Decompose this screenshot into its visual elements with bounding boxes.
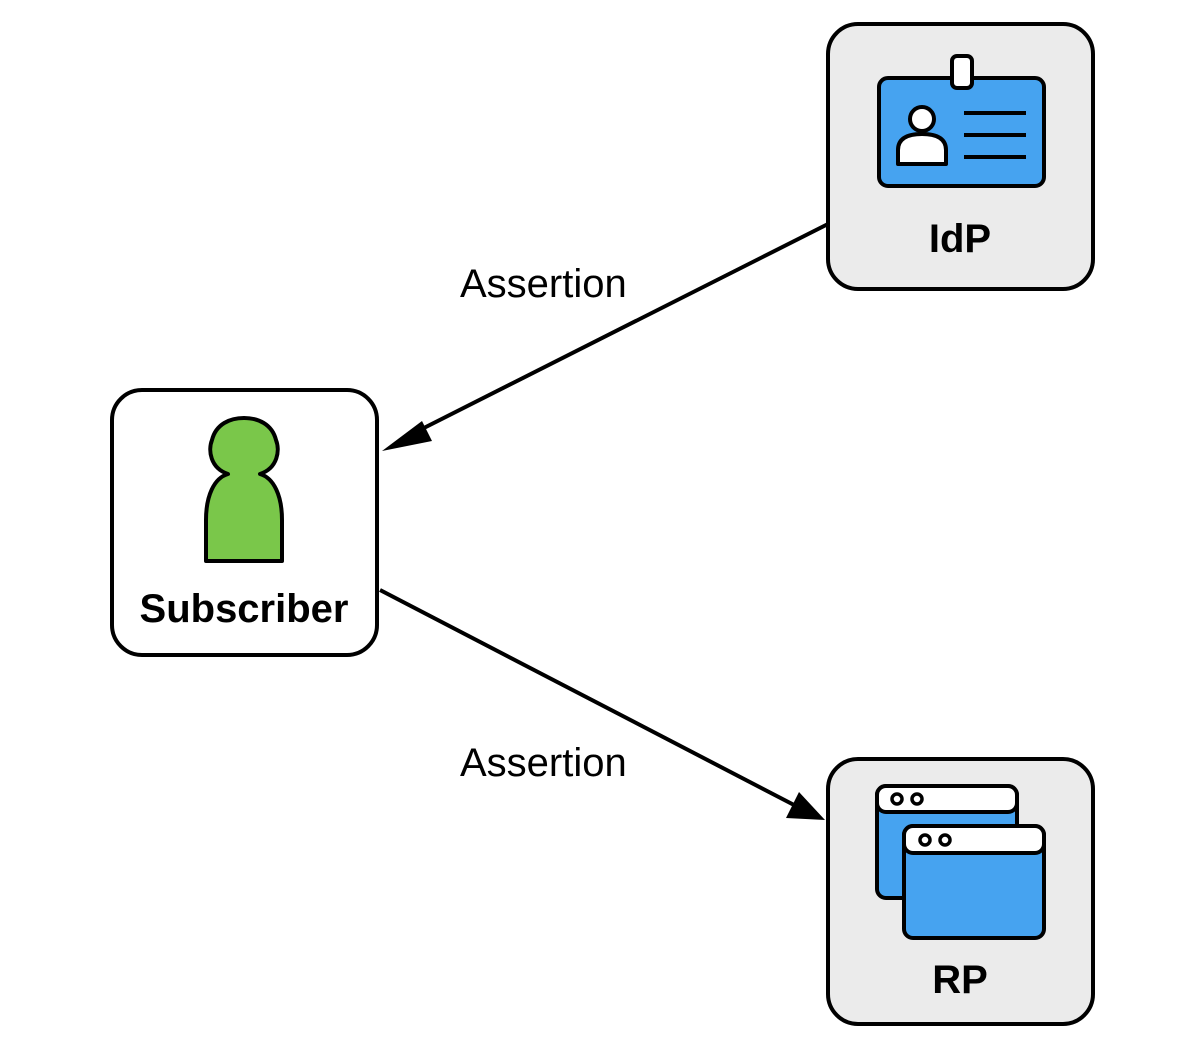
browser-windows-icon [875,784,1046,940]
edge-idp-to-subscriber [382,222,829,451]
idp-label: IdP [929,217,991,261]
arrowhead-icon [786,792,825,820]
edge-subscriber-to-rp [379,588,825,820]
node-rp: RP [826,757,1095,1026]
id-badge-icon [877,54,1046,188]
person-icon [204,416,284,563]
edge-line [411,222,829,436]
node-subscriber: Subscriber [110,388,379,657]
subscriber-label: Subscriber [140,587,349,631]
edge-label-assertion-top: Assertion [460,262,627,306]
node-idp: IdP [826,22,1095,291]
arrowhead-icon [382,421,432,451]
rp-label: RP [932,958,988,1002]
edge-label-assertion-bottom: Assertion [460,741,627,785]
browser-window-front [902,824,1046,940]
edge-line [379,588,797,808]
